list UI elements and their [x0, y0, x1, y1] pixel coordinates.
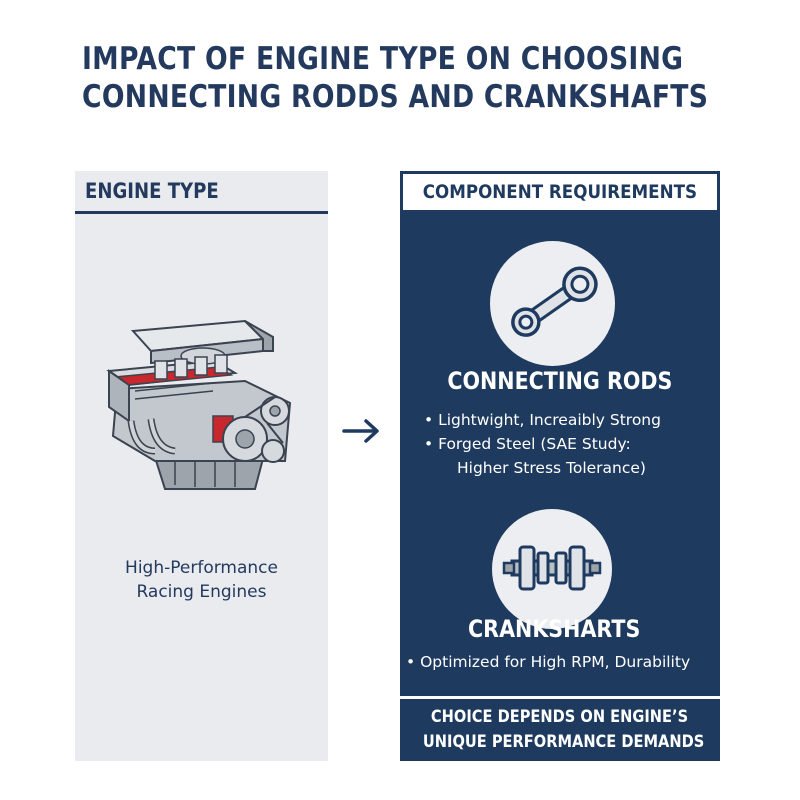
connecting-rods-title: CONNECTING RODS — [447, 367, 673, 395]
crankshaft-icon — [502, 545, 602, 591]
engine-type-panel: ENGINE TYPE — [75, 171, 328, 761]
list-item: • Optimized for High RPM, Durability — [406, 653, 691, 671]
component-requirements-panel: COMPONENT REQUIREMENTS CONNECTING RODS •… — [400, 171, 720, 761]
crankshafts-title: CRANKSHARTS — [467, 615, 641, 643]
crankshaft-badge — [492, 509, 612, 629]
title-line-1: IMPACT OF ENGINE TYPE ON CHOOSING — [82, 41, 684, 77]
connecting-rod-icon — [511, 266, 598, 337]
connecting-rods-bullets: • Lightwight, Increaibly Strong • Forged… — [424, 408, 661, 480]
footer-divider — [400, 696, 720, 699]
list-item: • Lightwight, Increaibly Strong — [424, 411, 661, 429]
engine-label-line-2: Racing Engines — [136, 582, 267, 602]
title-line-2: CONNECTING RODDS AND CRANKSHAFTS — [82, 79, 709, 115]
engine-type-divider — [75, 211, 328, 214]
engine-type-label: High-Performance Racing Engines — [75, 556, 328, 604]
arrow-right-icon — [342, 419, 379, 443]
engine-label-line-1: High-Performance — [125, 558, 278, 578]
list-item: • Forged Steel (SAE Study: — [424, 435, 631, 453]
list-item-continuation: Higher Stress Tolerance) — [457, 459, 646, 477]
page-title: IMPACT OF ENGINE TYPE ON CHOOSING CONNEC… — [82, 40, 709, 116]
engine-type-heading: ENGINE TYPE — [85, 179, 219, 203]
crankshafts-bullets: • Optimized for High RPM, Durability — [406, 650, 690, 674]
component-requirements-heading: COMPONENT REQUIREMENTS — [403, 174, 717, 210]
conclusion-note: CHOICE DEPENDS ON ENGINE’S UNIQUE PERFOR… — [422, 707, 705, 752]
connecting-rod-badge — [490, 241, 615, 366]
engine-illustration-icon — [106, 319, 292, 490]
